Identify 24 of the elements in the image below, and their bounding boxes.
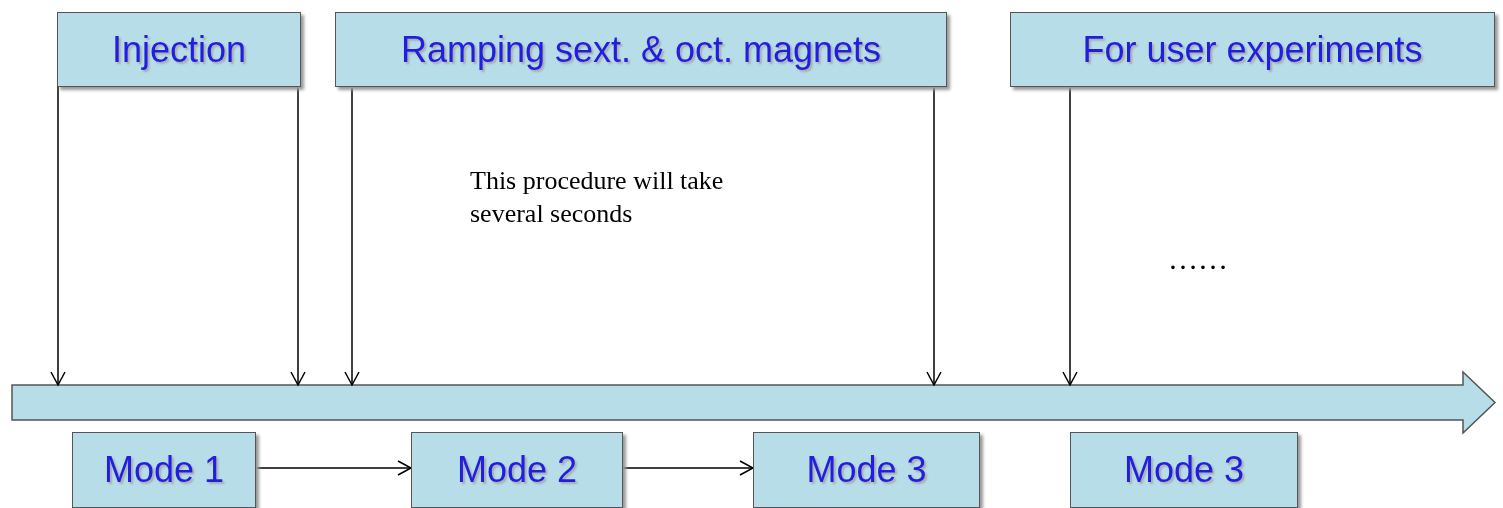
process-box (1010, 12, 1495, 87)
timeline-arrow (11, 370, 1497, 435)
box-label: For user experiments (1082, 28, 1423, 71)
process-box (411, 432, 623, 508)
process-box (72, 432, 256, 508)
process-box (1070, 432, 1298, 508)
arrow (344, 86, 360, 386)
box-label: Mode 3 (806, 449, 927, 491)
arrow (255, 460, 412, 476)
box-label: Mode 2 (456, 449, 578, 491)
arrow (50, 86, 66, 386)
process-box (57, 12, 301, 87)
box-label: Injection (111, 28, 247, 71)
arrow (622, 460, 754, 476)
arrow (926, 86, 942, 386)
arrow (1062, 86, 1078, 386)
note-text: This procedure will take several seconds (470, 165, 725, 230)
ellipsis-text: …… (1168, 241, 1228, 277)
process-box (335, 12, 947, 87)
process-box (753, 432, 980, 508)
box-label: Mode 3 (1123, 449, 1245, 491)
arrow (290, 86, 306, 386)
box-label: Mode 1 (103, 449, 225, 491)
box-label: Ramping sext. & oct. magnets (400, 28, 882, 71)
